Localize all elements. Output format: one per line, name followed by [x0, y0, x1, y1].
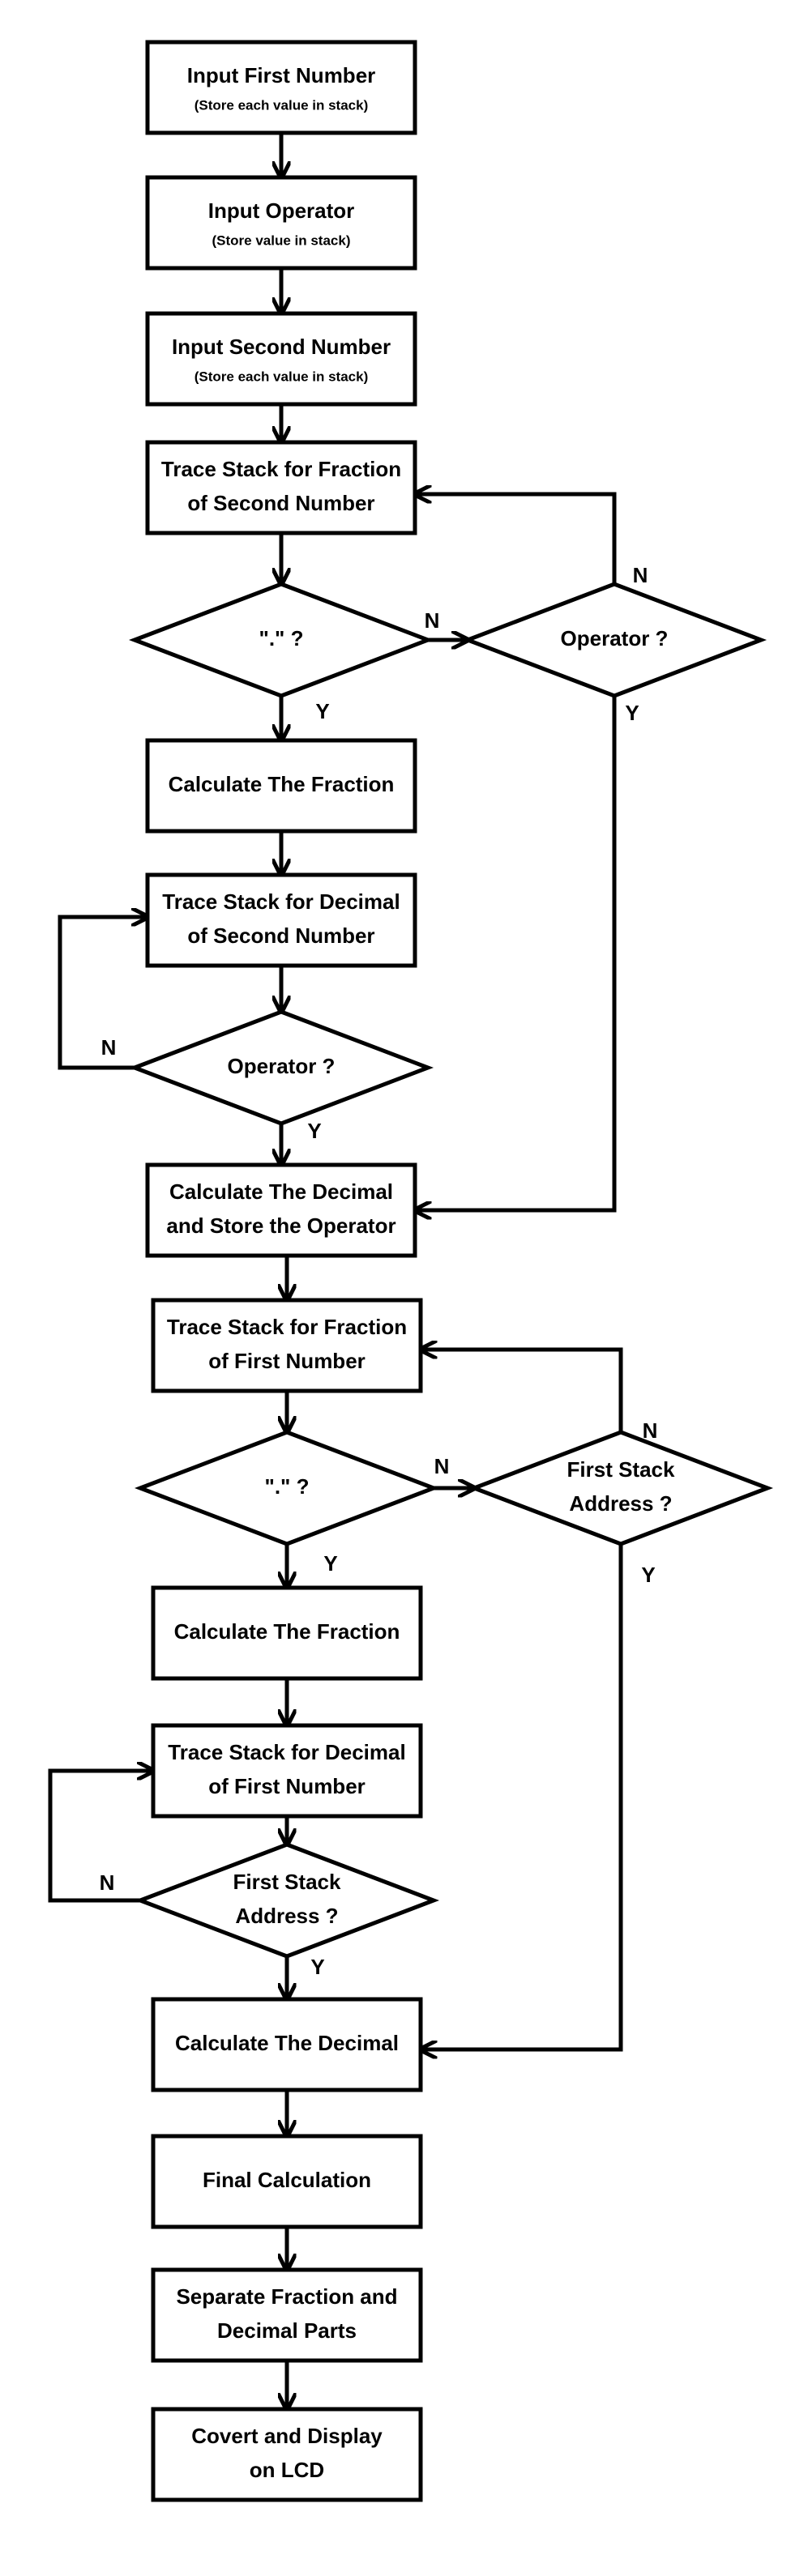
process-rect	[151, 2134, 423, 2229]
process-rect	[145, 175, 417, 271]
node-label: Trace Stack for Decimal	[162, 889, 400, 914]
process-box-input-second: Input Second Number (Store each value in …	[145, 311, 417, 407]
process-rect	[151, 1997, 423, 2092]
process-rect	[151, 1298, 423, 1393]
process-box-trace-frac-first: Trace Stack for Fraction of First Number	[151, 1298, 423, 1393]
decision-diamond	[134, 1430, 440, 1546]
edge-label-n: N	[434, 1454, 450, 1478]
node-label: Operator ?	[228, 1054, 336, 1078]
arrow-operator-check-2-to-trace-dec-second	[58, 917, 148, 1070]
node-label: Input Second Number	[172, 335, 391, 359]
arrow-first-addr-check-1-to-calc-dec	[421, 1544, 623, 2049]
process-box-trace-dec-second: Trace Stack for Decimal of Second Number	[145, 872, 417, 968]
decision-dot-check-1: "." ?	[128, 582, 434, 698]
process-box-calc-dec: Calculate The Decimal	[151, 1997, 423, 2092]
decision-diamond	[134, 1842, 440, 1959]
edge-label-y: Y	[641, 1563, 655, 1587]
process-rect	[151, 1585, 423, 1681]
process-box-trace-dec-first: Trace Stack for Decimal of First Number	[151, 1723, 423, 1819]
process-box-input-first: Input First Number (Store each value in s…	[145, 40, 417, 135]
node-label: Calculate The Fraction	[169, 772, 395, 796]
node-label: Operator ?	[561, 626, 669, 650]
node-label: Input First Number	[187, 63, 376, 87]
node-label: First Stack	[233, 1870, 341, 1894]
node-sublabel: (Store each value in stack)	[195, 369, 368, 384]
edge-label-y: Y	[625, 701, 639, 725]
edge-label-n: N	[425, 608, 440, 633]
decision-diamond	[128, 582, 434, 698]
process-rect	[145, 872, 417, 968]
node-label: Final Calculation	[203, 2168, 371, 2192]
node-sublabel: (Store each value in stack)	[195, 97, 368, 113]
edge-label-y: Y	[307, 1119, 321, 1143]
node-label: First Stack	[567, 1457, 675, 1482]
edge-label-n: N	[101, 1035, 117, 1060]
node-label: Calculate The Decimal	[175, 2031, 399, 2055]
process-rect	[145, 311, 417, 407]
process-rect	[145, 738, 417, 834]
nodes-layer: Input First Number (Store each value in s…	[128, 40, 774, 2502]
node-label: "." ?	[265, 1474, 310, 1499]
arrow-operator-check-1-to-trace-frac-second	[415, 494, 617, 584]
process-rect	[145, 40, 417, 135]
process-box-convert-display: Covert and Display on LCD	[151, 2407, 423, 2502]
process-box-final-calc: Final Calculation	[151, 2134, 423, 2229]
edge-label-y: Y	[310, 1955, 324, 1979]
node-label: Trace Stack for Fraction	[161, 457, 401, 481]
node-label: Decimal Parts	[217, 2318, 357, 2343]
node-label: and Store the Operator	[166, 1213, 396, 1238]
decision-operator-check-2: Operator ?	[128, 1009, 434, 1126]
node-label: Covert and Display	[191, 2424, 383, 2448]
node-label: Trace Stack for Decimal	[168, 1740, 405, 1764]
edge-label-y: Y	[323, 1551, 337, 1576]
process-box-input-operator: Input Operator (Store value in stack)	[145, 175, 417, 271]
arrow-first-addr-check-2-to-trace-dec-first	[48, 1771, 153, 1903]
process-box-calc-dec-store-op: Calculate The Decimal and Store the Opera…	[145, 1162, 417, 1258]
decision-diamond	[128, 1009, 434, 1126]
process-box-calc-frac-1: Calculate The Fraction	[145, 738, 417, 834]
process-box-trace-frac-second: Trace Stack for Fraction of Second Number	[145, 440, 417, 535]
node-label: "." ?	[259, 626, 304, 650]
process-rect	[151, 2407, 423, 2502]
edge-labels-layer: Y N N Y N Y Y N N Y N Y	[100, 563, 658, 1979]
node-label: Separate Fraction and	[176, 2284, 397, 2309]
node-label: Calculate The Decimal	[169, 1179, 393, 1204]
edge-label-n: N	[643, 1418, 658, 1443]
process-rect	[145, 440, 417, 535]
node-label: of First Number	[208, 1774, 366, 1798]
node-label: on LCD	[250, 2458, 324, 2482]
arrow-first-addr-check-1-to-trace-frac-first	[421, 1350, 623, 1432]
decision-diamond	[461, 582, 767, 698]
node-label: Calculate The Fraction	[174, 1619, 400, 1644]
node-label: of First Number	[208, 1349, 366, 1373]
node-sublabel: (Store value in stack)	[212, 232, 350, 248]
process-rect	[151, 2267, 423, 2363]
process-rect	[145, 1162, 417, 1258]
edge-label-y: Y	[315, 699, 329, 723]
decision-dot-check-2: "." ?	[134, 1430, 440, 1546]
node-label: of Second Number	[187, 923, 374, 948]
node-label: Input Operator	[208, 198, 355, 223]
node-label: Address ?	[235, 1904, 338, 1928]
arrow-operator-check-1-to-calc-dec-store-op	[415, 696, 617, 1210]
node-label: Trace Stack for Fraction	[167, 1315, 407, 1339]
edge-label-n: N	[633, 563, 648, 587]
decision-diamond	[468, 1430, 774, 1546]
node-label: of Second Number	[187, 491, 374, 515]
process-box-calc-frac-2: Calculate The Fraction	[151, 1585, 423, 1681]
decision-operator-check-1: Operator ?	[461, 582, 767, 698]
node-label: Address ?	[569, 1491, 672, 1516]
process-rect	[151, 1723, 423, 1819]
edge-label-n: N	[100, 1870, 115, 1895]
edges-layer	[48, 133, 623, 2409]
